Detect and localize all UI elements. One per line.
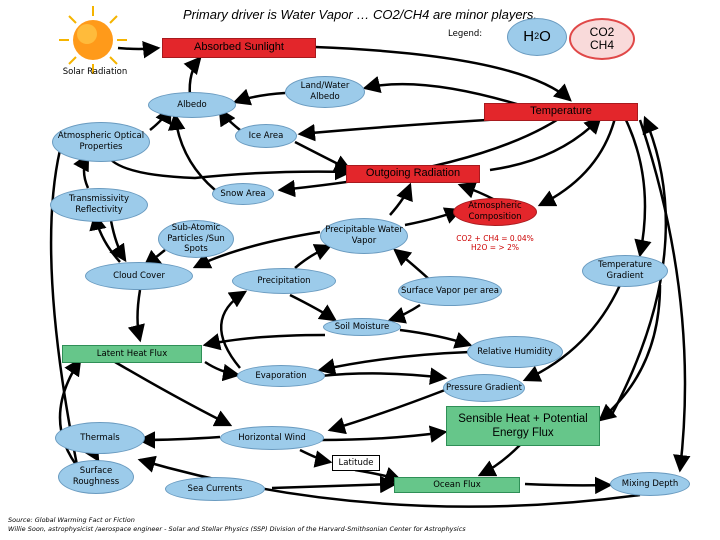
land-water-albedo-node: Land/Water Albedo (285, 76, 365, 108)
latitude-node: Latitude (332, 455, 380, 471)
arrow (314, 45, 572, 102)
arrow (477, 444, 521, 477)
surface-vapor-node: Surface Vapor per area (398, 276, 502, 306)
soil-moisture-node: Soil Moisture (323, 318, 401, 336)
outgoing-radiation-node: Outgoing Radiation (346, 165, 480, 183)
albedo-node: Albedo (148, 92, 236, 118)
legend-co2-ch4: CO2 CH4 (569, 18, 635, 60)
legend-h2o-sub: 2 (534, 31, 540, 42)
atmospheric-composition-node: Atmospheric Composition (453, 198, 537, 226)
legend-label: Legend: (448, 29, 483, 39)
atmospheric-optical-node: Atmospheric Optical Properties (52, 122, 150, 162)
arrow (49, 149, 86, 483)
arrow (114, 360, 233, 427)
arrow (202, 333, 326, 351)
arrow (271, 475, 398, 494)
arrow (192, 230, 321, 269)
arrow (362, 76, 521, 107)
arrow (489, 116, 602, 172)
arrow (219, 290, 248, 369)
arrow (289, 293, 338, 322)
legend-ch4: CH4 (589, 38, 614, 52)
surface-roughness-node: Surface Roughness (58, 460, 134, 494)
legend-co2: CO2 (589, 24, 615, 39)
diagram-title: Primary driver is Water Vapor … CO2/CH4 … (183, 7, 537, 22)
arrow (294, 140, 353, 172)
legend-h2o-tail: O (539, 27, 551, 45)
source-line-2: Willie Soon, astrophysicist /aerospace e… (8, 525, 466, 533)
arrow (387, 303, 421, 324)
arrow (167, 112, 216, 191)
arrow (232, 88, 286, 106)
arrow (137, 431, 221, 449)
arrow (537, 117, 617, 207)
arrow (117, 40, 161, 59)
cloud-cover-node: Cloud Cover (85, 262, 193, 290)
sea-currents-node: Sea Currents (165, 477, 265, 501)
evaporation-node: Evaporation (237, 365, 325, 387)
precipitation-node: Precipitation (232, 268, 336, 294)
pressure-gradient-node: Pressure Gradient (443, 374, 525, 402)
arrow (522, 284, 622, 382)
absorbed-sunlight-node: Absorbed Sunlight (162, 38, 316, 58)
sensible-heat-node: Sensible Heat + Potential Energy Flux (446, 406, 600, 446)
sun-icon (59, 6, 127, 74)
arrow (623, 117, 652, 258)
transmissivity-node: Transmissivity Reflectivity (50, 188, 148, 222)
temperature-gradient-node: Temperature Gradient (582, 255, 668, 287)
ice-area-node: Ice Area (235, 124, 297, 148)
mixing-depth-node: Mixing Depth (610, 472, 690, 496)
horizontal-wind-node: Horizontal Wind (220, 426, 324, 450)
arrow (294, 244, 333, 269)
arrow (524, 476, 613, 495)
arrow (299, 448, 333, 468)
arrow (638, 119, 691, 473)
source-line-1: Source: Global Warming Fact or Fiction (8, 516, 135, 524)
h2o-percentage: H2O = > 2% (471, 243, 519, 252)
legend-h2o-main: H (523, 27, 535, 45)
arrow (327, 388, 446, 435)
arrow (277, 116, 561, 198)
relative-humidity-node: Relative Humidity (467, 336, 563, 368)
precipitable-water-node: Precipitable Water Vapor (320, 218, 408, 254)
co2-ch4-percentage: CO2 + CH4 = 0.04% (456, 234, 534, 243)
arrow (58, 357, 82, 471)
snow-area-node: Snow Area (212, 183, 274, 205)
arrow (608, 115, 668, 419)
arrow (389, 182, 413, 216)
arrow (127, 289, 145, 343)
arrow (103, 149, 353, 181)
ocean-flux-node: Ocean Flux (394, 477, 520, 493)
temperature-node: Temperature (484, 103, 638, 121)
arrow (319, 425, 448, 443)
arrow (598, 284, 662, 422)
arrow (204, 360, 241, 382)
arrow (319, 367, 448, 385)
latent-heat-flux-node: Latent Heat Flux (62, 345, 202, 363)
arrow (183, 56, 202, 97)
arrow (399, 328, 473, 349)
sub-atomic-node: Sub-Atomic Particles /Sun Spots (158, 220, 234, 258)
thermals-node: Thermals (55, 422, 145, 454)
solar-radiation-label: Solar Radiation (62, 67, 128, 77)
arrow (317, 350, 471, 376)
arrow (393, 248, 431, 281)
arrow (404, 207, 463, 227)
